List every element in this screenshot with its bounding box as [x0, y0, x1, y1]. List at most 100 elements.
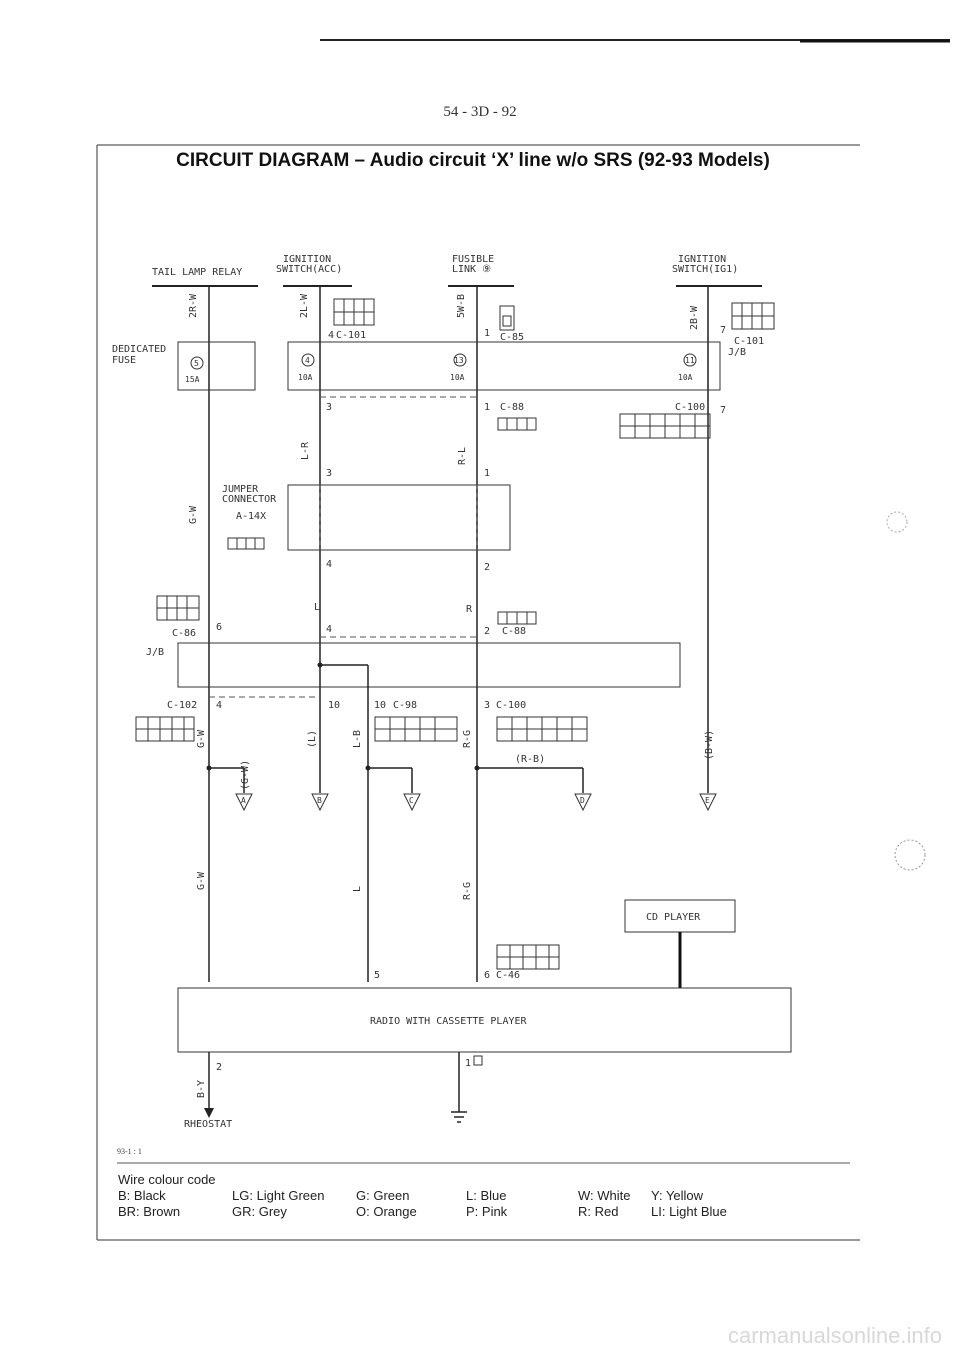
- pin-number: 1: [465, 1058, 471, 1069]
- pin-number: 6: [216, 622, 222, 633]
- wire-colour-legend: Wire colour code B: Black LG: Light Gree…: [118, 1172, 761, 1220]
- scan-smudge: [886, 511, 908, 533]
- connector-label: C-46: [496, 970, 520, 981]
- legend-item: LI: Light Blue: [651, 1204, 727, 1219]
- wire-label: R-G: [462, 882, 473, 900]
- pin-number: 5: [374, 970, 380, 981]
- legend-title: Wire colour code: [118, 1172, 216, 1187]
- connector-label: C-98: [393, 700, 417, 711]
- pin-number: 2: [216, 1062, 222, 1073]
- legend-item: R: Red: [578, 1204, 619, 1219]
- radio-label: RADIO WITH CASSETTE PLAYER: [370, 1016, 528, 1027]
- wire-label: R-G: [462, 730, 473, 748]
- legend-item: W: White: [578, 1188, 631, 1203]
- harness-ref: D: [580, 796, 585, 805]
- fuse-number: 4: [305, 356, 310, 365]
- dedicated-fuse-box: [177, 341, 256, 391]
- pin-number: 1: [484, 402, 490, 413]
- connector-grid-c46: [496, 944, 560, 970]
- wire-label: 2L-W: [299, 293, 310, 318]
- pin-number: 10: [374, 700, 386, 711]
- pin-number: 3: [326, 402, 332, 413]
- jumper-box: [287, 484, 511, 551]
- connector-label: C-100: [496, 700, 526, 711]
- harness-triangles: [235, 793, 717, 812]
- pin-number: 4: [326, 559, 332, 570]
- connector-grid-a14x: [227, 537, 265, 550]
- scan-smudge: [894, 839, 926, 871]
- connector-grid-c101-left: [333, 298, 375, 326]
- ground-icon: [451, 1111, 467, 1123]
- wire-label: R-L: [457, 447, 468, 465]
- jumper-label-2: CONNECTOR: [222, 494, 277, 505]
- pin-number: 1: [484, 328, 490, 339]
- fuse-rating: 10A: [450, 373, 465, 382]
- connector-grid-c98: [374, 716, 458, 742]
- junction-dot: [317, 662, 323, 668]
- legend-item: B: Black: [118, 1188, 166, 1203]
- harness-ref: E: [705, 796, 710, 805]
- legend-item: BR: Brown: [118, 1204, 181, 1219]
- pin-number: 10: [328, 700, 340, 711]
- rheostat-arrow: [204, 1108, 214, 1118]
- connector-grid-c101-right: [731, 302, 775, 330]
- ignition-acc-label-1: IGNITION: [283, 254, 331, 265]
- ignition-acc-label-2: SWITCH(ACC): [276, 264, 342, 275]
- wire-label: G-W: [188, 505, 199, 524]
- connector-grid-c85: [499, 305, 515, 331]
- fuse-symbols: [190, 353, 697, 370]
- junction-dot: [474, 765, 480, 771]
- wire-label: R: [466, 604, 473, 615]
- pin-number: 7: [720, 405, 726, 416]
- wire-label: L: [352, 886, 363, 892]
- fuse-rating: 10A: [678, 373, 693, 382]
- fuse-rating: 15A: [185, 375, 200, 384]
- connector-grid-c100-top: [619, 413, 711, 439]
- connector-label: C-88: [500, 402, 524, 413]
- connector-grid-c86: [156, 595, 200, 621]
- connector-label: C-85: [500, 332, 524, 343]
- fuse-number: 11: [685, 356, 695, 365]
- wire-label: B-Y: [196, 1080, 207, 1098]
- ground-connector-icon: [473, 1055, 483, 1066]
- rheostat-label: RHEOSTAT: [184, 1119, 232, 1130]
- pin-number: 7: [720, 325, 726, 336]
- wire-label: G-W: [196, 871, 207, 890]
- ignition-ig1-label-1: IGNITION: [678, 254, 726, 265]
- legend-grid: B: Black LG: Light Green G: Green L: Blu…: [118, 1188, 761, 1220]
- watermark: carmanualsonline.info: [727, 1323, 942, 1348]
- pin-number: 6: [484, 970, 490, 981]
- fusible-link-label-2: LINK ⑨: [452, 264, 491, 275]
- wire-label: L: [314, 602, 320, 613]
- legend-item: Y: Yellow: [651, 1188, 704, 1203]
- legend-item: P: Pink: [466, 1204, 508, 1219]
- connector-label: C-88: [502, 626, 526, 637]
- wire-label: L-B: [352, 730, 363, 748]
- jb-label-lower: J/B: [146, 647, 164, 658]
- jumper-label-1: JUMPER: [222, 484, 259, 495]
- wire-label: (L): [307, 730, 318, 748]
- wire-label: 2B-W: [689, 305, 700, 330]
- ignition-ig1-label-2: SWITCH(IG1): [672, 264, 738, 275]
- fuse-number: 13: [454, 356, 464, 365]
- cd-player-label: CD PLAYER: [646, 912, 701, 923]
- junction-dot: [365, 765, 371, 771]
- diagram-title: CIRCUIT DIAGRAM – Audio circuit ‘X’ line…: [176, 150, 770, 171]
- connector-grid-c102: [135, 716, 195, 742]
- connector-label: C-101: [734, 336, 764, 347]
- wire-label: 5W-B: [456, 294, 467, 318]
- fusible-link-label-1: FUSIBLE: [452, 254, 494, 265]
- legend-item: L: Blue: [466, 1188, 507, 1203]
- dedicated-fuse-label-2: FUSE: [112, 355, 136, 366]
- pin-number: 4: [326, 624, 332, 635]
- wire-label: (B-W): [704, 730, 715, 760]
- pin-number: 4: [328, 330, 334, 341]
- wire-label: G-W: [196, 729, 207, 748]
- junction-dot: [206, 765, 212, 771]
- connector-grid-c100-bottom: [496, 716, 588, 742]
- jumper-label-3: A-14X: [236, 511, 266, 522]
- legend-item: O: Orange: [356, 1204, 417, 1219]
- wire-label: (R-B): [515, 754, 545, 765]
- fuse-number: 5: [194, 359, 199, 368]
